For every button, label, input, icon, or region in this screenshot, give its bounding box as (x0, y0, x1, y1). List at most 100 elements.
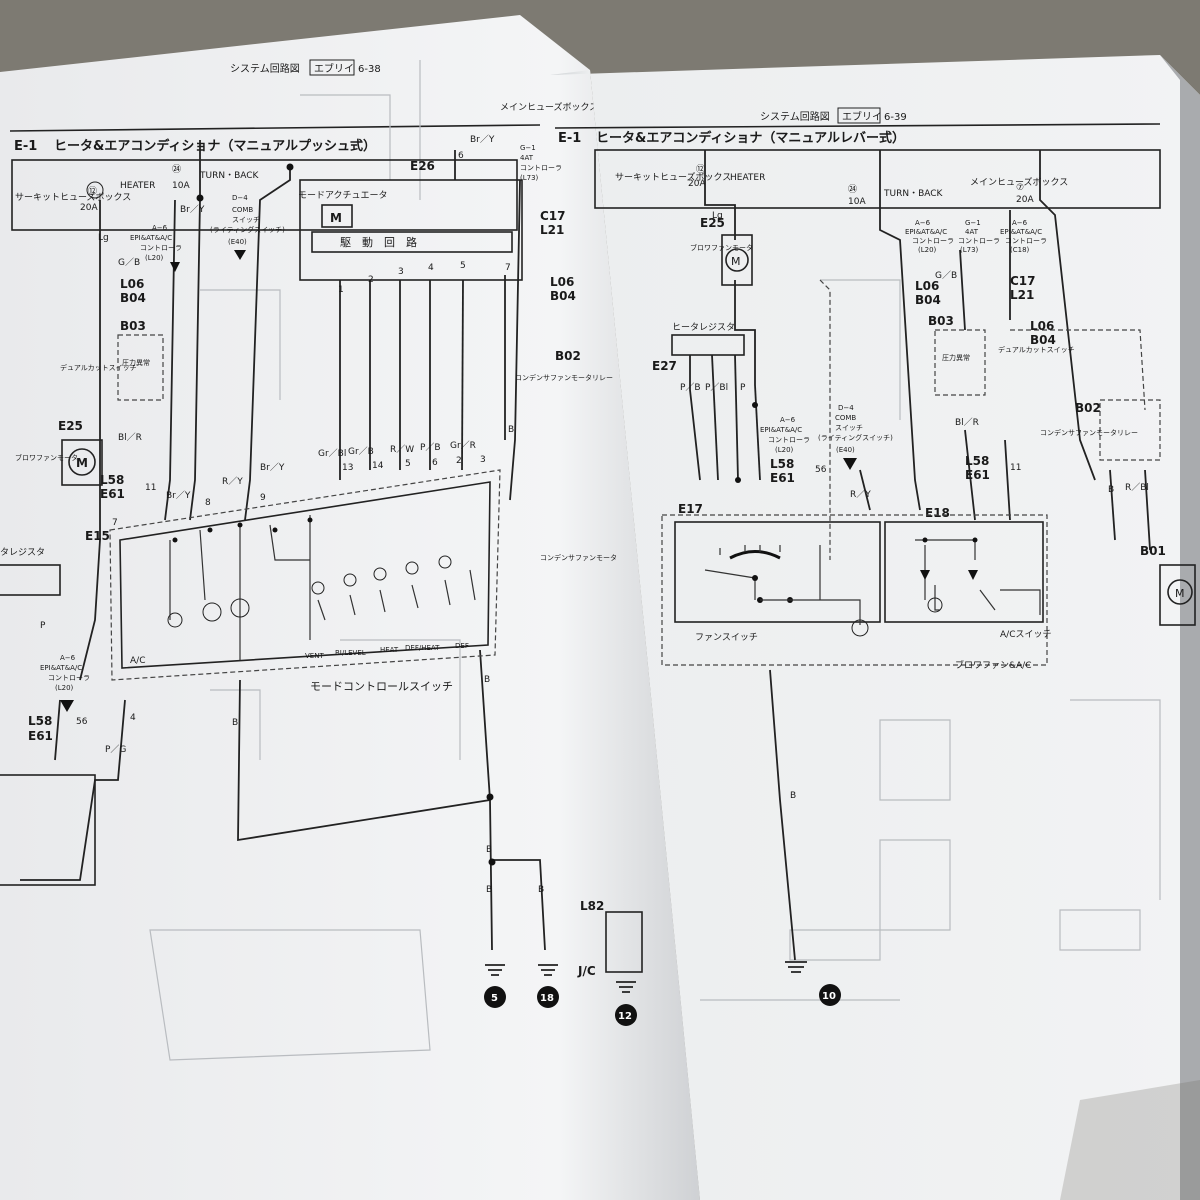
left-header-system: システム回路図 (230, 62, 300, 75)
right-header-model: エブリイ (842, 110, 882, 123)
left-d4-name: COMB (232, 206, 253, 214)
left-l21: L21 (540, 223, 564, 237)
actuator-pin: 7 (505, 263, 511, 273)
right-blower-box (721, 234, 753, 286)
left-a6-label: A−6 (152, 224, 168, 232)
left-ghost-lines (149, 60, 461, 1061)
right-e61: E61 (770, 471, 795, 485)
left-pin-7: 7 (112, 518, 118, 528)
left-wire-br-y-top: Br／Y (470, 134, 495, 145)
left-ground-18: 18 (537, 964, 559, 1008)
right-blower-label: ブロワファンモータ (690, 243, 753, 252)
left-e61: E61 (100, 487, 125, 501)
right-circuit-fuse-box-label: サーキットヒューズボックス (615, 171, 731, 183)
left-wire-b-3: B (484, 675, 490, 685)
wire-number: 13 (342, 463, 353, 473)
right-relay-box (1099, 399, 1161, 461)
right-b01-motor (1167, 579, 1193, 605)
left-e15: E15 (85, 529, 110, 543)
right-g1-code: (L73) (960, 246, 979, 254)
right-b03: B03 (928, 314, 954, 328)
right-d4-code: (E40) (836, 446, 855, 454)
left-wire-b-2: B (232, 718, 238, 728)
left-condenser-motor: コンデンサファンモータ (540, 553, 617, 562)
left-wire-blr: Bl／R (118, 432, 142, 443)
right-l21: L21 (1010, 288, 1034, 302)
right-a6b-name: コントローラ (912, 237, 954, 245)
left-wire-p: P (40, 621, 46, 631)
left-switch-labels: VENT BI/LEVEL HEAT DEF/HEAT DEF (305, 642, 469, 660)
right-a6b-sub: EPI&AT&A/C (905, 228, 947, 236)
ground-12-number: 12 (618, 1011, 632, 1022)
right-blower-ac-label: ブロワファン&A/C (955, 659, 1032, 671)
left-wire-br-y-top-pin: 6 (458, 151, 464, 161)
left-condenser-relay: コンデンサファンモータリレー (515, 373, 613, 382)
right-fan-switch-internals (704, 545, 869, 637)
right-wire-rbl: R／Bl (1125, 482, 1149, 493)
left-g1-code: (L73) (520, 174, 539, 182)
right-a6-code: (L20) (775, 446, 794, 454)
left-mode-switch-dashbox (109, 469, 501, 681)
right-pin-56: 56 (815, 465, 827, 475)
left-page-sheet (0, 15, 700, 1200)
left-fuse-box (11, 159, 518, 231)
left-wire-b-4: B (486, 845, 492, 855)
right-main-fuse-box: メインヒューズボックス (970, 176, 1068, 188)
left-jc: J/C (577, 964, 596, 978)
left-pin-11: 11 (145, 483, 156, 493)
left-actuator-motor-m: M (330, 211, 342, 225)
left-fuse-12: ⑫ (88, 186, 97, 197)
right-b04: B04 (915, 293, 941, 307)
left-main-fuse-box: メインヒューズボックス (500, 101, 598, 113)
right-fuse-box (594, 149, 1161, 209)
wire-number: 5 (405, 459, 411, 469)
right-a6b-code: (L20) (918, 246, 937, 254)
right-ghost-lines (700, 279, 1161, 1001)
wire-color-label: R／W (390, 444, 414, 455)
left-junction-1 (196, 194, 204, 202)
left-b02: B02 (555, 349, 581, 363)
left-wire-b-5: B (486, 885, 492, 895)
right-b01-box (1159, 564, 1196, 626)
left-l58: L58 (100, 473, 124, 487)
left-l06-right: L06 (550, 275, 574, 289)
right-a6c-name: コントローラ (1005, 237, 1047, 245)
left-mode-actuator: モードアクチュエータ (298, 190, 388, 201)
switch-label: DEF/HEAT (405, 644, 440, 652)
actuator-pin: 1 (338, 285, 344, 295)
left-d4-arrow (234, 250, 246, 260)
left-actuator-motor (321, 204, 353, 228)
left-ground-12: 12 (615, 981, 637, 1026)
left-b04: B04 (120, 291, 146, 305)
right-heater-resistor: ヒータレジスタ (672, 322, 735, 333)
left-fuse-12-rating: 20A (80, 203, 98, 213)
right-blower-ac-dashbox (661, 514, 1048, 666)
left-l58-lower: L58 (28, 714, 52, 728)
switch-label: DEF (455, 642, 469, 650)
actuator-pin: 5 (460, 261, 466, 271)
right-ac-switch: A/Cスイッチ (1000, 629, 1051, 640)
right-d4-paren: (ライティングスイッチ) (818, 433, 893, 442)
right-wire-pb: P／B (680, 382, 701, 393)
left-fuse-24-rating: 10A (172, 181, 190, 191)
right-l58b: L58 (965, 454, 989, 468)
left-page: システム回路図 エブリイ 6-38 E-1 ヒータ&エアコンディショナ（マニュア… (0, 15, 700, 1200)
right-d4-name: COMB (835, 414, 856, 422)
actuator-pin: 4 (428, 263, 434, 273)
left-drive-circuit: 駆 動 回 路 (340, 235, 417, 249)
left-e25: E25 (58, 419, 83, 433)
left-a6-lower-arrow (60, 700, 74, 712)
left-mode-actuator-box (299, 179, 523, 281)
right-blower-symbol (725, 248, 749, 272)
left-wire-b-6: B (538, 885, 544, 895)
left-g1-label: G−1 (520, 144, 536, 152)
left-wire-top-colors: Gr／Bl Gr／B R／W P／B Gr／R (318, 440, 476, 459)
wire-color-label: Gr／B (348, 446, 374, 457)
left-mode-switch-box (119, 481, 491, 669)
left-c17: C17 (540, 209, 566, 223)
left-pin-8: 8 (205, 498, 211, 508)
left-fuse-12-name: HEATER (120, 181, 155, 191)
right-wire-p: P (740, 383, 746, 393)
left-lower-component-box (0, 774, 96, 886)
right-wires (689, 150, 1151, 961)
